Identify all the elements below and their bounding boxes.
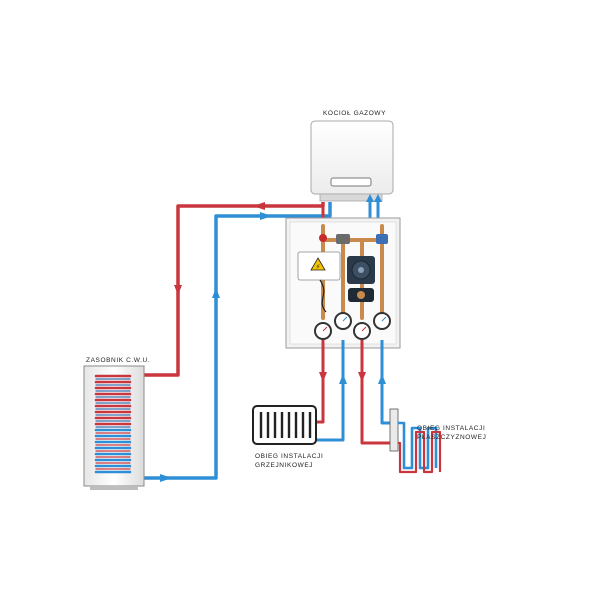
radiator-label: OBIEG INSTALACJI GRZEJNIKOWEJ — [255, 452, 323, 470]
mixing-station: ⚡ — [285, 217, 401, 349]
thermometer-gauges — [314, 312, 391, 340]
tank-return-pipe — [140, 202, 334, 482]
boiler-label: KOCIOŁ GAZOWY — [323, 110, 387, 117]
radiator-label-line1: OBIEG INSTALACJI — [255, 453, 324, 460]
flow-arrows — [160, 194, 386, 482]
svg-text:⚡: ⚡ — [316, 263, 321, 271]
radiator-label-line2: GRZEJNIKOWEJ — [255, 462, 314, 469]
mixing-valve-icon — [348, 288, 374, 302]
pump-icon — [347, 256, 375, 284]
tank-label: ZASOBNIK C.W.U. — [86, 357, 151, 364]
warning-icon — [310, 257, 326, 271]
underfloor-heating-icon — [389, 408, 442, 474]
floor-label-line2: PŁASZCZYZNOWEJ — [417, 434, 487, 441]
floor-label-line1: OBIEG INSTALACJI — [417, 425, 486, 432]
radiator-icon — [252, 405, 317, 445]
hot-water-tank — [83, 365, 145, 490]
radiator-pipes — [316, 340, 345, 442]
gas-boiler — [310, 120, 394, 202]
boiler-display — [330, 177, 372, 187]
valve-icon — [319, 234, 388, 244]
floor-label: OBIEG INSTALACJI PŁASZCZYZNOWEJ — [417, 424, 486, 442]
floor-pipes — [360, 340, 392, 445]
control-box: ⚡ — [297, 251, 341, 281]
